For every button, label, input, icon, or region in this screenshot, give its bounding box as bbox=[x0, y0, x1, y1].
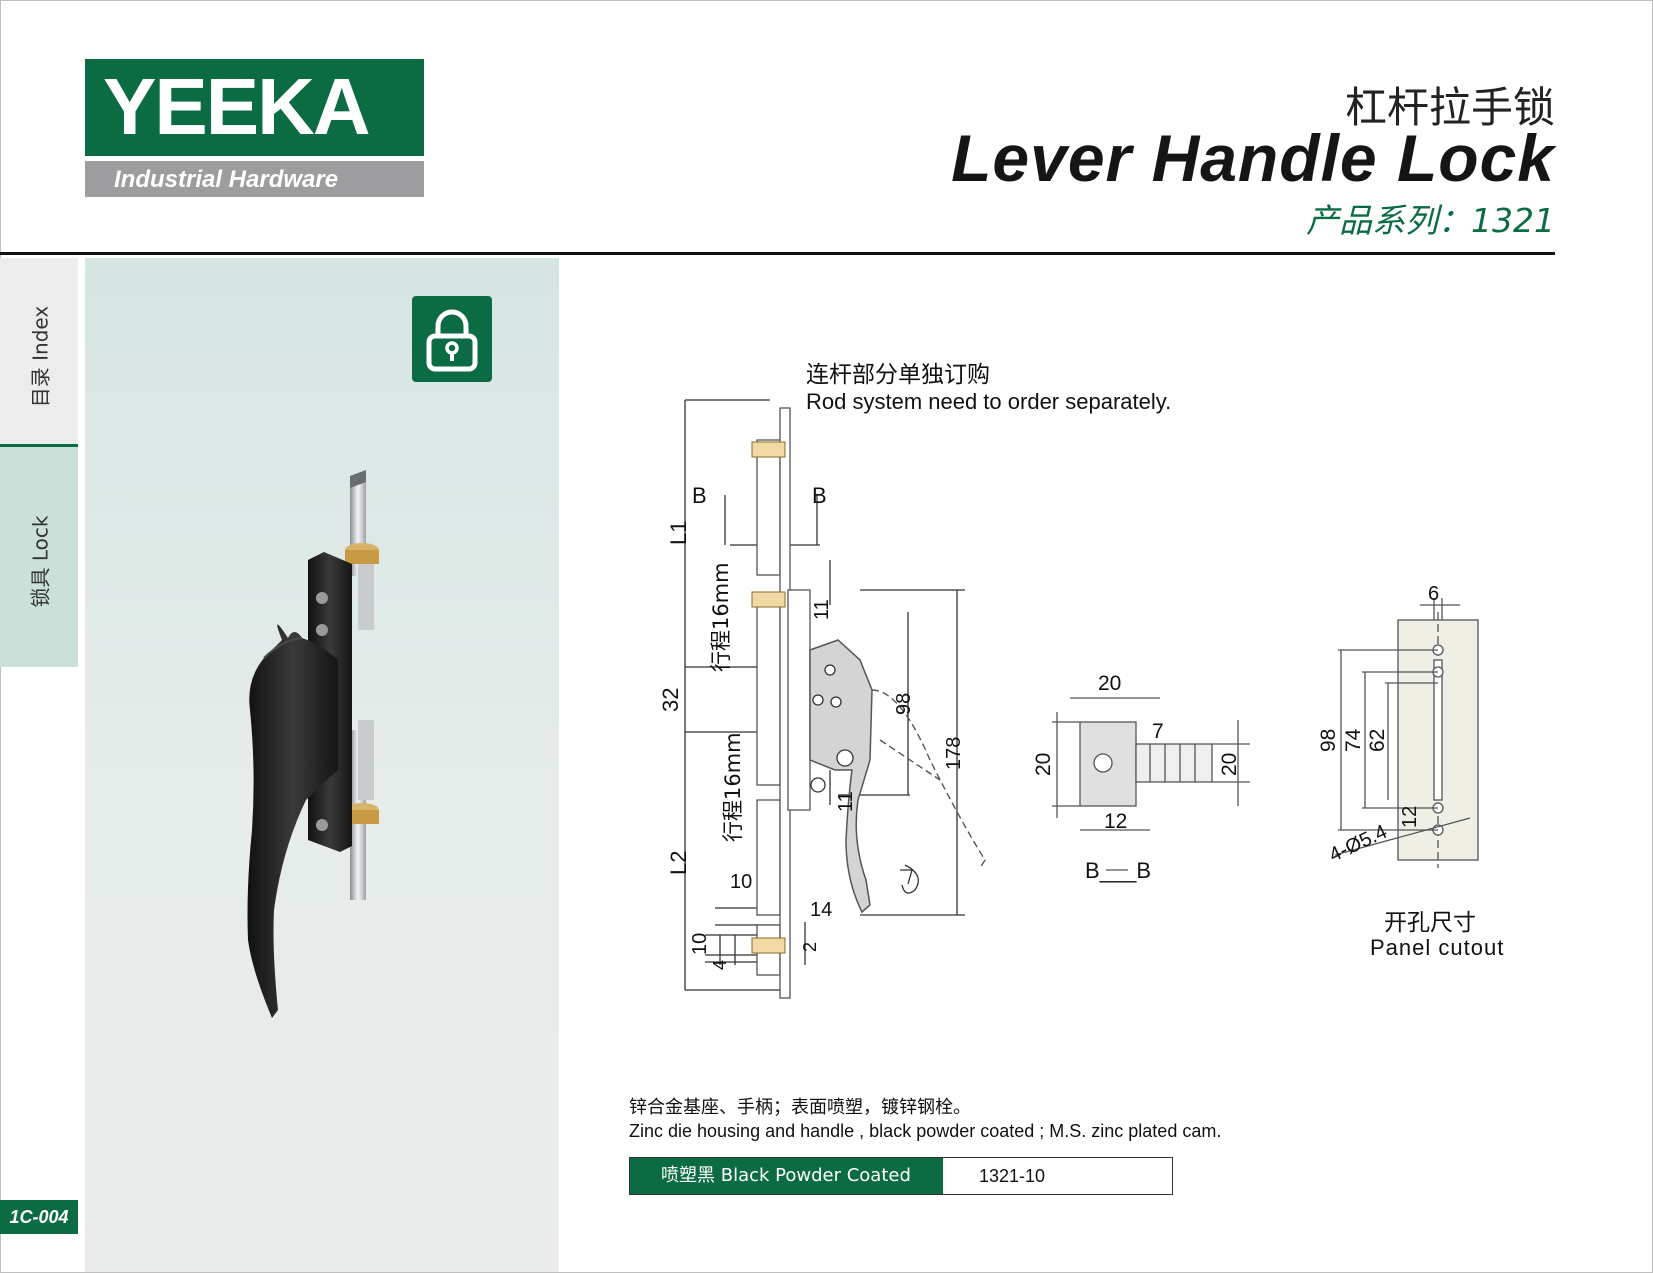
model-number-cell: 1321-10 bbox=[979, 1166, 1046, 1186]
tab-separator bbox=[0, 444, 78, 447]
dim-L2: L2 bbox=[666, 851, 691, 875]
brand-logo: YEEKA Industrial Hardware bbox=[85, 59, 424, 197]
rod-note-cn: 连杆部分单独订购 bbox=[806, 362, 990, 388]
dim-32: 32 bbox=[658, 688, 683, 712]
dim-14: 14 bbox=[810, 899, 832, 921]
dim-2: 2 bbox=[800, 942, 820, 952]
tab-index-label: 目录 Index bbox=[25, 298, 54, 416]
page-title: Lever Handle Lock bbox=[951, 121, 1555, 195]
product-image bbox=[247, 470, 379, 1018]
dim-178: 178 bbox=[943, 737, 965, 770]
title-chinese: 杠杆拉手锁 bbox=[1344, 83, 1555, 132]
tab-index[interactable]: 目录 Index bbox=[0, 258, 78, 444]
spec-table: 喷塑黑 Black Powder Coated 1321-10 bbox=[629, 1157, 1173, 1195]
cutout-label-en: Panel cutout bbox=[1370, 935, 1505, 960]
tab-lock-en: Lock bbox=[28, 515, 53, 562]
material-description-cn: 锌合金基座、手柄；表面喷塑，镀锌钢栓。 bbox=[629, 1097, 971, 1118]
header-divider bbox=[0, 252, 1555, 255]
dim-74: 74 bbox=[1342, 728, 1365, 752]
tab-lock[interactable]: 锁具 Lock bbox=[0, 447, 78, 667]
tab-lock-label: 锁具 Lock bbox=[25, 503, 54, 621]
tab-index-cn: 目录 bbox=[28, 367, 53, 408]
padlock-icon bbox=[412, 296, 492, 382]
dim-7: 7 bbox=[1152, 720, 1164, 743]
logo-wordmark: YEEKA bbox=[103, 62, 371, 151]
dim-12-cutout: 12 bbox=[1399, 806, 1421, 828]
dim-98-cutout: 98 bbox=[1317, 729, 1340, 752]
stroke-label-lower: 行程16mm bbox=[721, 732, 745, 842]
stroke-label-upper: 行程16mm bbox=[709, 562, 733, 672]
dim-20-top: 20 bbox=[1098, 672, 1121, 695]
finish-cell: 喷塑黑 Black Powder Coated bbox=[630, 1158, 943, 1194]
dim-98: 98 bbox=[893, 693, 915, 715]
dim-L1: L1 bbox=[666, 521, 691, 545]
dim-10-top: 10 bbox=[730, 871, 752, 893]
product-series: 产品系列：1321 bbox=[1306, 201, 1555, 240]
cutout-label-cn: 开孔尺寸 bbox=[1384, 910, 1476, 936]
dim-4: 4 bbox=[710, 960, 730, 970]
material-description-en: Zinc die housing and handle , black powd… bbox=[629, 1121, 1222, 1141]
dim-10-bottom: 10 bbox=[689, 933, 711, 955]
dim-hole: 4-Ø5.4 bbox=[1326, 821, 1391, 867]
logo-tagline: Industrial Hardware bbox=[114, 166, 339, 193]
dim-12-section: 12 bbox=[1104, 810, 1127, 833]
dim-20-left: 20 bbox=[1032, 753, 1055, 776]
section-label-right: B bbox=[812, 483, 827, 508]
logo-tagline-bar: Industrial Hardware bbox=[85, 161, 424, 197]
dim-11-upper: 11 bbox=[811, 599, 833, 620]
dim-11-lower: 11 bbox=[835, 791, 857, 812]
dim-20-right: 20 bbox=[1218, 753, 1241, 776]
dim-6: 6 bbox=[1428, 583, 1439, 605]
rod-note-en: Rod system need to order separately. bbox=[806, 389, 1172, 414]
technical-drawing: B B L1 L2 32 行程16mm 行程16mm 11 11 98 178 … bbox=[658, 399, 1479, 999]
section-label-left: B bbox=[692, 483, 707, 508]
dim-62: 62 bbox=[1366, 729, 1389, 752]
tab-index-en: Index bbox=[28, 305, 53, 361]
section-caption: B___B bbox=[1085, 858, 1151, 883]
logo-mark: YEEKA bbox=[85, 59, 424, 156]
page-number: 1C-004 bbox=[0, 1200, 78, 1234]
tab-lock-cn: 锁具 bbox=[28, 567, 53, 608]
